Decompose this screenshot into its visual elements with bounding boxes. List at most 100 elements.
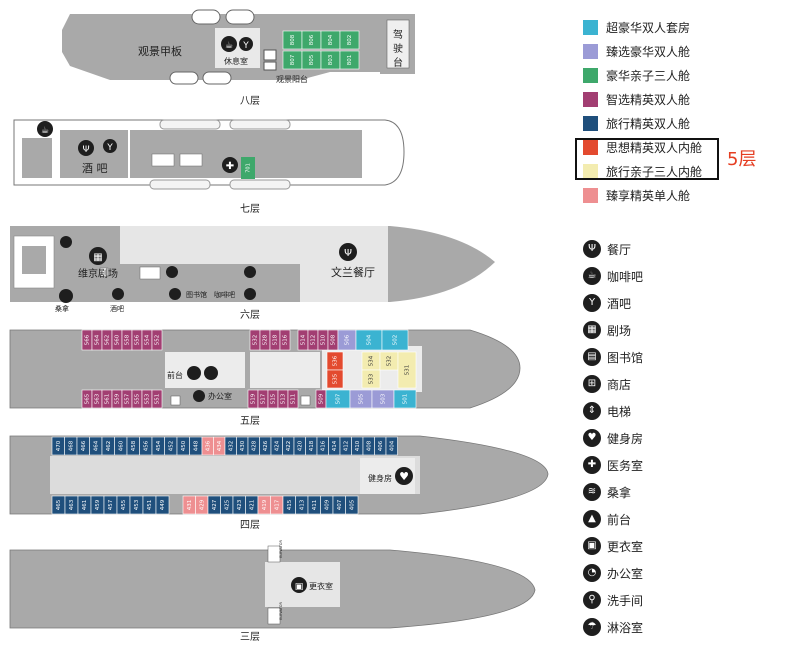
cabin-number: 422 [286,441,292,452]
cabin-block[interactable] [151,389,163,409]
reception-label: 前台 [167,370,183,380]
theater-icon [89,247,107,265]
cabin-number: 559 [115,393,121,404]
legend-icon-item: ⇕电梯 [583,402,631,420]
cabin-number: 801 [347,55,353,66]
restroom-icon [244,266,256,278]
cabin-number: 518 [273,334,279,345]
legend-item: 旅行亲子三人内舱 [583,162,702,180]
svg-text:✚: ✚ [226,161,234,172]
cabin-number: 460 [118,440,124,451]
cabin-block[interactable] [339,50,360,70]
cabin-number: 504 [367,334,373,345]
legend-icon-label: 咖啡吧 [607,269,644,284]
cocktail-icon: Y [583,294,601,312]
cabin-number: 415 [287,499,293,510]
legend-swatch [583,19,598,35]
cabin-number: 462 [106,441,112,452]
cabin-number: 452 [168,441,174,452]
cabin-block[interactable] [361,369,381,389]
legend-icon-item: ◔办公室 [583,564,643,582]
cabin-number: 457 [108,499,114,510]
legend-swatch [583,163,598,179]
svg-text:▣: ▣ [295,582,304,592]
heart-icon: ♥ [583,429,601,447]
cabin-number: 463 [69,499,75,510]
legend-icon-label: 更衣室 [607,539,644,554]
cabin-number: 453 [134,499,140,510]
cabin-number: 551 [155,394,161,405]
svg-text:♥: ♥ [399,470,409,483]
cabin-number: 552 [155,335,161,346]
legend-icon-label: 前台 [607,512,632,527]
cabin-number: 448 [193,440,199,451]
cabin-block[interactable] [339,30,360,50]
cabin-number: 468 [68,440,74,451]
legend-item: 臻享精英单人舱 [583,186,690,204]
coffee-icon: ☕ [583,267,601,285]
legend-item: 思想精英双人内舱 [583,138,702,156]
cabin-number: 554 [145,334,151,345]
cabin-number: 532 [253,335,259,346]
cabin-number: 807 [290,54,296,65]
bridge-label-3: 台 [393,56,403,69]
cabin-number: 565 [85,393,91,404]
cabin-number: 466 [81,440,87,451]
cabin-number: 406 [378,440,384,451]
legend-icon-item: ☂淋浴室 [583,618,643,636]
deck-4-label: 四层 [240,519,260,531]
cabin-block[interactable] [151,329,163,351]
lounge-label: 休息室 [224,56,248,66]
cabin-number: 806 [309,34,315,45]
gift-icon [204,366,218,380]
cabin-number: 404 [389,440,395,451]
cabin-number: 434 [217,440,223,451]
fork-knife-icon: Ψ [583,240,601,258]
cabin-block[interactable] [155,495,170,515]
cabin-block[interactable] [393,389,417,409]
cabin-block[interactable] [381,329,409,351]
restaurant-label: 文兰餐厅 [331,265,375,279]
cabin-701: 701 [246,163,252,173]
legend-item: 超豪华双人套房 [583,18,690,36]
cabin-number: 808 [290,34,296,45]
legend-label: 思想精英双人内舱 [606,140,703,155]
medical-cross-icon [222,157,238,173]
deck-5-label: 五层 [240,415,260,427]
reception-bell-icon [187,366,201,380]
deck-8-label: 八层 [240,95,260,107]
cabin-number: 425 [224,499,230,510]
cabin-block[interactable] [326,369,344,389]
office-label: 办公室 [208,391,232,401]
cabin-number: 432 [228,441,234,452]
legend-icon-item: ♥健身房 [583,429,643,447]
svg-text:Y: Y [106,143,113,153]
deck-3: ELEVATOR ELEVATOR ▣ 更衣室 三层 [9,539,536,643]
cabin-block[interactable] [345,495,359,515]
legend-swatch [583,91,598,107]
cabin-number: 465 [56,499,62,510]
legend-icon-label: 淋浴室 [607,620,644,635]
cabin-number: 560 [115,334,121,345]
legend-icon-item: ✚医务室 [583,456,643,474]
wifi-icon: ◔ [583,564,601,582]
cabin-number: 803 [328,54,334,65]
cabin-number: 507 [336,393,342,404]
bar-label: 酒吧 [110,305,124,313]
sauna-icon: ≋ [583,483,601,501]
cabin-block[interactable] [287,389,299,409]
cabin-block[interactable] [397,351,417,389]
coffee-icon [37,121,53,137]
cabin-number: 533 [369,373,375,384]
theater-label: 维京剧场 [78,267,118,280]
cabin-block[interactable] [385,436,398,456]
legend-label: 臻选豪华双人舱 [606,44,691,59]
cabin-block[interactable] [279,329,291,351]
cabin-number: 564 [95,334,101,345]
cabin-number: 464 [93,440,99,451]
cabin-number: 556 [135,334,141,345]
cabin-number: 528 [263,334,269,345]
cabin-number: 509 [319,393,325,404]
cabin-number: 431 [187,500,193,511]
